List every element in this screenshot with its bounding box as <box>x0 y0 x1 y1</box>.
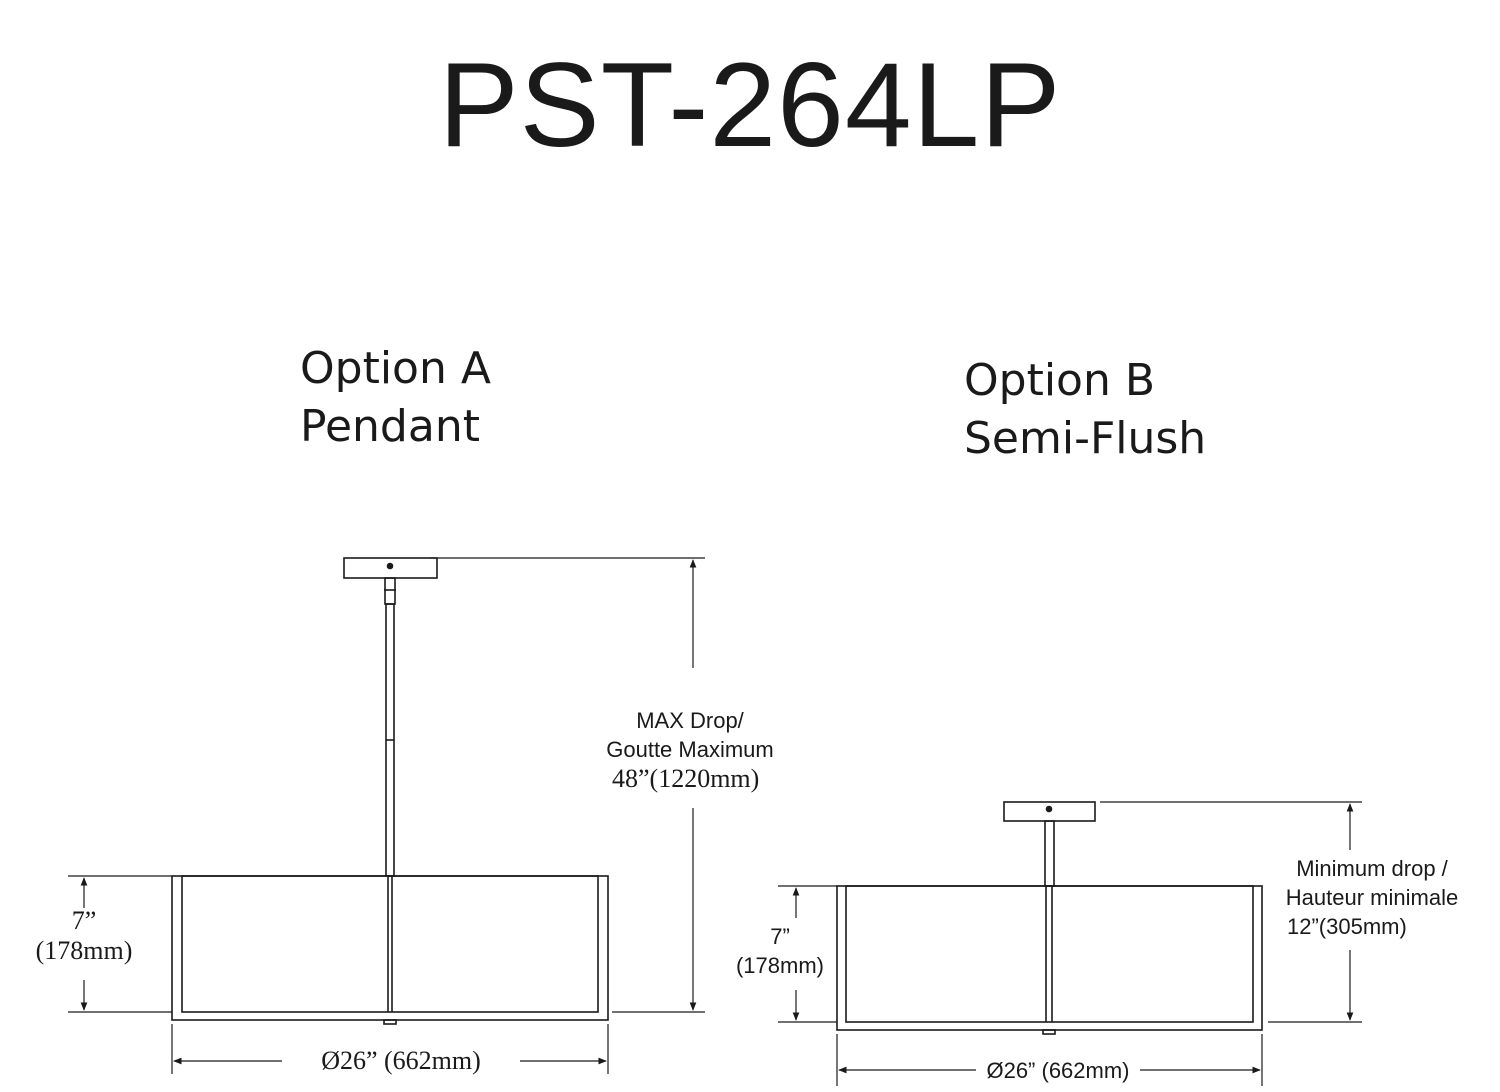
pendant-fixture-drawing <box>171 557 609 1025</box>
semi-flush-min-drop-label: Minimum drop / Hauteur minimale <box>1262 854 1482 912</box>
pendant-shade-outer <box>171 875 609 1021</box>
semi-flush-height-mm: (178mm) <box>735 953 824 978</box>
pendant-max-drop-value: 48”(1220mm) <box>612 764 760 793</box>
semi-flush-min-drop-value: 12”(305mm) <box>1287 914 1407 939</box>
semi-flush-fixture-drawing <box>836 801 1263 1035</box>
pendant-shade-inner <box>181 875 599 1013</box>
semi-flush-shade-outer <box>836 885 1263 1031</box>
option-a-label: Option A <box>300 343 491 394</box>
semi-flush-height-dimension: 7” (178mm) <box>720 922 840 980</box>
option-b-heading: Option B Semi-Flush <box>964 352 1206 468</box>
semi-flush-width-dimension: Ø26” (662mm) <box>986 1058 1130 1083</box>
pendant-height-mm: (178mm) <box>35 936 133 965</box>
pendant-max-drop-label: MAX Drop/ Goutte Maximum <box>580 706 800 764</box>
pendant-max-drop-en: MAX Drop/ <box>636 708 744 733</box>
pendant-max-drop-fr: Goutte Maximum <box>606 737 774 762</box>
option-b-label: Option B <box>964 355 1156 406</box>
semi-flush-min-drop-en: Minimum drop / <box>1296 856 1448 881</box>
product-model-title: PST-264LP <box>438 38 1062 172</box>
semi-flush-stem <box>1044 820 1055 887</box>
semi-flush-shade-inner <box>845 885 1254 1023</box>
pendant-canopy-screw <box>386 562 394 570</box>
semi-flush-height-inches: 7” <box>770 924 790 949</box>
pendant-height-inches: 7” <box>71 906 97 935</box>
pendant-stem-connector <box>384 577 396 605</box>
option-a-heading: Option A Pendant <box>300 340 491 456</box>
semi-flush-dimension-lines <box>778 801 1362 1086</box>
option-a-type: Pendant <box>300 401 480 452</box>
pendant-height-dimension: 7” (178mm) <box>14 906 154 966</box>
option-b-type: Semi-Flush <box>964 413 1207 464</box>
pendant-dimension-lines <box>68 557 705 1074</box>
semi-flush-min-drop-fr: Hauteur minimale <box>1285 885 1459 910</box>
pendant-width-dimension: Ø26” (662mm) <box>321 1046 481 1075</box>
semi-flush-canopy-screw <box>1045 805 1053 813</box>
